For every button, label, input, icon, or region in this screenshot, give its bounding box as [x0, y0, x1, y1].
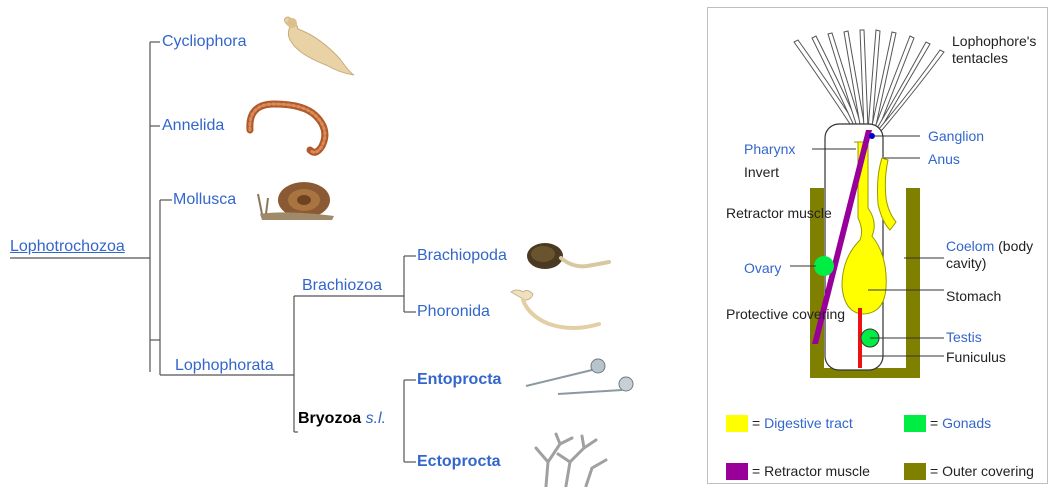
label-ovary[interactable]: Ovary [744, 260, 781, 277]
label-ectoprocta[interactable]: Ectoprocta [417, 453, 501, 471]
legend-label-digestive[interactable]: Digestive tract [764, 415, 853, 431]
bryozoa-name: Bryozoa [298, 410, 361, 427]
legend-swatch-retractor [726, 463, 748, 480]
ectoprocta-image [526, 432, 610, 487]
label-tentacles-1: Lophophore's [952, 33, 1036, 50]
legend-equals: = [930, 415, 942, 431]
label-tentacles-2: tentacles [952, 50, 1008, 67]
label-brachiopoda[interactable]: Brachiopoda [417, 247, 507, 265]
label-retractor-muscle: Retractor muscle [726, 205, 832, 222]
label-coelom[interactable]: Coelom [946, 238, 994, 254]
tentacles [794, 30, 944, 130]
label-annelida[interactable]: Annelida [162, 117, 224, 135]
label-lophophorata[interactable]: Lophophorata [175, 357, 274, 375]
label-bryozoa: Bryozoa s.l. [298, 410, 386, 428]
label-funiculus: Funiculus [946, 349, 1006, 366]
legend-swatch-outer [904, 463, 926, 480]
entoprocta-image [522, 356, 634, 408]
mollusca-image [256, 180, 340, 222]
label-ganglion[interactable]: Ganglion [928, 128, 984, 145]
ovary-shape [814, 256, 834, 276]
brachiopoda-image [525, 240, 611, 276]
bryozoa-suffix[interactable]: s.l. [366, 410, 386, 427]
phoronida-image [505, 286, 605, 338]
label-brachiozoa[interactable]: Brachiozoa [302, 277, 382, 295]
legend-item-gonads: = Gonads [930, 415, 991, 432]
label-mollusca[interactable]: Mollusca [173, 191, 236, 209]
label-coelom-extra-2: cavity) [946, 255, 986, 272]
label-coelom-group: Coelom (body [946, 238, 1033, 255]
phylogenetic-tree: Lophotrochozoa Cycliophora Annelida Moll… [0, 0, 690, 487]
legend-equals: = [930, 463, 942, 479]
legend-equals: = [752, 415, 764, 431]
legend-swatch-digestive [726, 415, 748, 432]
legend-label-outer: Outer covering [942, 463, 1034, 479]
legend-equals: = [752, 463, 764, 479]
label-anus[interactable]: Anus [928, 151, 960, 168]
root-label[interactable]: Lophotrochozoa [10, 238, 125, 256]
label-protective-covering: Protective covering [726, 306, 845, 323]
label-pharynx[interactable]: Pharynx [744, 141, 795, 158]
label-phoronida[interactable]: Phoronida [417, 303, 490, 321]
legend-swatch-gonads [904, 415, 926, 432]
bryozoan-anatomy-diagram: Lophophore's tentacles Pharynx Invert Re… [707, 7, 1048, 484]
label-coelom-extra: (body [998, 238, 1033, 254]
legend-label-gonads[interactable]: Gonads [942, 415, 991, 431]
label-invert: Invert [744, 164, 779, 181]
label-cycliophora[interactable]: Cycliophora [162, 33, 246, 51]
label-testis[interactable]: Testis [946, 329, 982, 346]
legend-label-retractor: Retractor muscle [764, 463, 870, 479]
legend-item-retractor: = Retractor muscle [752, 463, 870, 480]
label-entoprocta[interactable]: Entoprocta [417, 371, 501, 389]
label-stomach: Stomach [946, 288, 1001, 305]
annelida-image [244, 96, 336, 158]
cycliophora-image [270, 15, 360, 77]
legend-item-outer: = Outer covering [930, 463, 1034, 480]
legend-item-digestive: = Digestive tract [752, 415, 853, 432]
